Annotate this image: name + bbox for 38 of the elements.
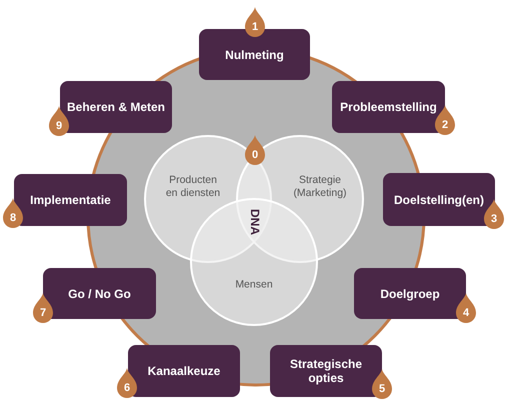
step-label: Probleemstelling [340, 100, 437, 114]
step-box [199, 29, 310, 80]
step-label: Doelgroep [380, 286, 440, 300]
number-drop [49, 106, 69, 136]
circle-label: Mensen [234, 278, 274, 292]
step-box [14, 174, 127, 226]
step-label: Strategische opties [290, 357, 362, 385]
step-number: 1 [252, 21, 258, 33]
step-number: 5 [378, 383, 386, 395]
step-label: Kanaalkeuze [148, 364, 220, 378]
step-number: 6 [124, 382, 130, 394]
step-number: 2 [442, 119, 448, 131]
number-drop [435, 105, 455, 135]
step-box [60, 81, 172, 133]
step-number: 3 [490, 213, 498, 225]
number-drop [245, 7, 265, 37]
step-box [383, 173, 495, 226]
number-drop [3, 198, 23, 228]
step-label: Go / No Go [68, 286, 131, 300]
step-box [128, 345, 240, 397]
step-number: 9 [56, 120, 62, 132]
number-drop [372, 369, 392, 399]
number-drop [456, 293, 476, 323]
number-drop [33, 293, 53, 323]
number-drop [245, 135, 265, 165]
dna-label: DNA [249, 209, 261, 235]
step-number: 4 [462, 307, 470, 319]
circle-label: Strategie (Marketing) [292, 174, 348, 200]
circle-label: Producten en diensten [164, 174, 222, 200]
step-number: 8 [10, 212, 16, 224]
number-drop [484, 199, 504, 229]
step-number: 7 [40, 307, 46, 319]
step-label: Nulmeting [225, 48, 284, 62]
step-label: Implementatie [30, 193, 111, 207]
step-label: Doelstelling(en) [394, 192, 484, 206]
number-drop [117, 368, 137, 398]
step-label: Beheren & Meten [66, 100, 166, 114]
step-number: 0 [252, 149, 258, 161]
